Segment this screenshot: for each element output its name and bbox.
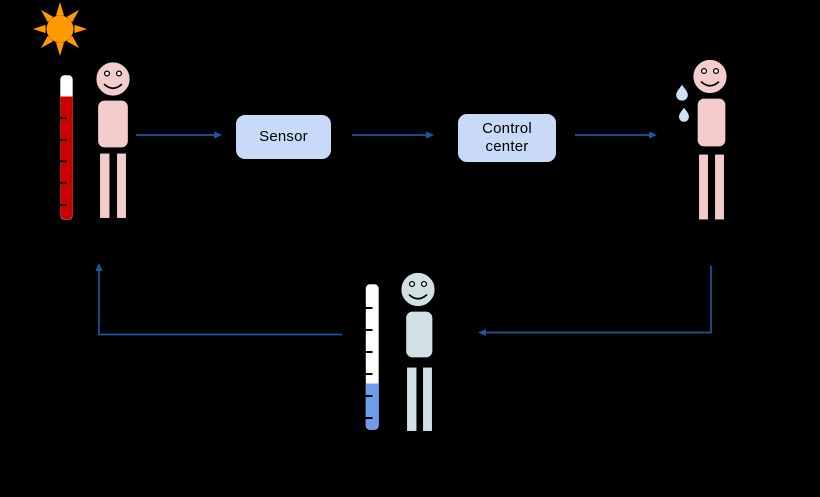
person-smile: [700, 81, 720, 87]
person-hot-figure: [94, 60, 132, 220]
person-leg: [697, 153, 710, 221]
control-center-box: Control center: [457, 113, 557, 163]
person-eye: [700, 67, 708, 75]
thermometer-scale-ticks: [365, 307, 373, 419]
sun-ray: [66, 35, 80, 49]
sun-ray: [33, 24, 46, 34]
person-eye: [420, 280, 428, 288]
person-cool-figure: [399, 271, 437, 433]
person-eye: [115, 70, 123, 77]
sweat-drop: [674, 82, 690, 102]
person-leg: [98, 152, 111, 220]
arrow-effector-to-cool-person: [478, 266, 712, 336]
person-head: [691, 58, 729, 95]
person-leg: [115, 152, 128, 220]
sun-ray: [40, 35, 54, 49]
sun-ray: [55, 2, 65, 16]
thermometer-mercury-low: [365, 383, 379, 430]
person-head: [94, 60, 132, 98]
sun-ray: [66, 9, 80, 23]
person-torso: [696, 97, 727, 148]
sun-ray: [55, 42, 65, 56]
person-leg: [713, 153, 726, 221]
sensor-box-label: Sensor: [259, 128, 308, 145]
control-center-box-label: Control center: [482, 120, 532, 155]
arrow-control-center-to-effector: [575, 131, 657, 139]
person-torso: [404, 310, 434, 359]
arrow-feedback-to-start: [95, 263, 342, 336]
thermometer-cold-icon: [364, 282, 381, 432]
person-leg: [405, 366, 418, 433]
sun-ray: [74, 24, 87, 34]
arrow-person-to-sensor: [136, 131, 222, 139]
person-smile: [408, 294, 428, 300]
arrow-sensor-to-control-center: [352, 131, 434, 139]
sensor-box: Sensor: [235, 114, 332, 160]
person-head: [399, 271, 437, 308]
sun-icon: [33, 2, 87, 56]
sun-ray: [40, 9, 54, 23]
person-sweating-figure: [674, 58, 729, 221]
thermometer-hot-icon: [58, 73, 75, 222]
sweat-drops-icon: [674, 82, 691, 124]
thermometer-scale-ticks: [60, 117, 67, 206]
person-eye: [103, 70, 111, 77]
person-smile: [103, 83, 123, 90]
sweat-drop: [677, 105, 691, 124]
person-eye: [408, 280, 416, 288]
person-torso: [96, 99, 130, 149]
thermometer-mercury-high: [60, 96, 73, 220]
person-eye: [712, 67, 720, 75]
person-leg: [421, 366, 434, 433]
sun-core: [46, 15, 74, 43]
